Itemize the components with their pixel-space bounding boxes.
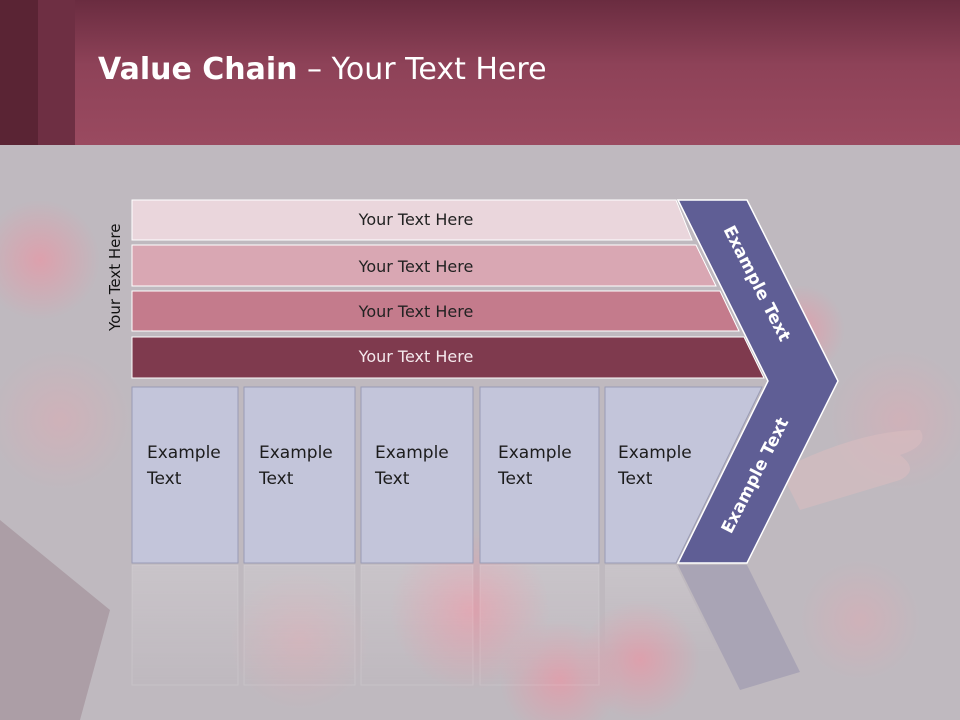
- support-row-label: Your Text Here: [358, 347, 474, 366]
- box-label-line2: Text: [259, 469, 294, 489]
- support-row: Your Text Here: [131, 199, 693, 241]
- activity-box-label: Example Text: [618, 440, 692, 492]
- header-accent-band: [38, 0, 75, 145]
- reflection: [131, 564, 800, 690]
- box-label-line2: Text: [618, 469, 653, 489]
- support-row-shape: [131, 244, 717, 287]
- activity-box: [479, 386, 600, 564]
- box-label-line1: Example: [375, 443, 449, 463]
- title-bar: [0, 0, 960, 145]
- activity-box: [360, 386, 474, 564]
- support-row: Your Text Here: [131, 290, 740, 332]
- support-row-shape: [131, 199, 693, 241]
- support-row: Your Text Here: [131, 336, 765, 379]
- box-label-line2: Text: [375, 469, 410, 489]
- activity-box: [131, 386, 239, 564]
- chevron-arrow: [676, 199, 839, 564]
- box-label-line1: Example: [618, 443, 692, 463]
- activity-box-label: Example Text: [147, 440, 221, 492]
- support-row-shape: [131, 336, 765, 379]
- support-row-label: Your Text Here: [358, 257, 474, 276]
- support-row-label: Your Text Here: [358, 302, 474, 321]
- box-label-line2: Text: [498, 469, 533, 489]
- box-label-line2: Text: [147, 469, 182, 489]
- activity-box-label: Example Text: [498, 440, 572, 492]
- activity-box-label: Example Text: [259, 440, 333, 492]
- support-row-shape: [131, 290, 740, 332]
- activity-box: [243, 386, 356, 564]
- support-row-label: Your Text Here: [358, 210, 474, 229]
- box-label-line1: Example: [147, 443, 221, 463]
- slide-title: Value Chain – Your Text Here: [98, 52, 547, 87]
- box-label-line1: Example: [259, 443, 333, 463]
- activity-box: [604, 386, 763, 564]
- header-accent-band: [0, 0, 38, 145]
- title-bold: Value Chain: [98, 52, 298, 87]
- activity-box-label: Example Text: [375, 440, 449, 492]
- support-row: Your Text Here: [131, 244, 717, 287]
- box-label-line1: Example: [498, 443, 572, 463]
- title-rest: – Your Text Here: [297, 52, 547, 87]
